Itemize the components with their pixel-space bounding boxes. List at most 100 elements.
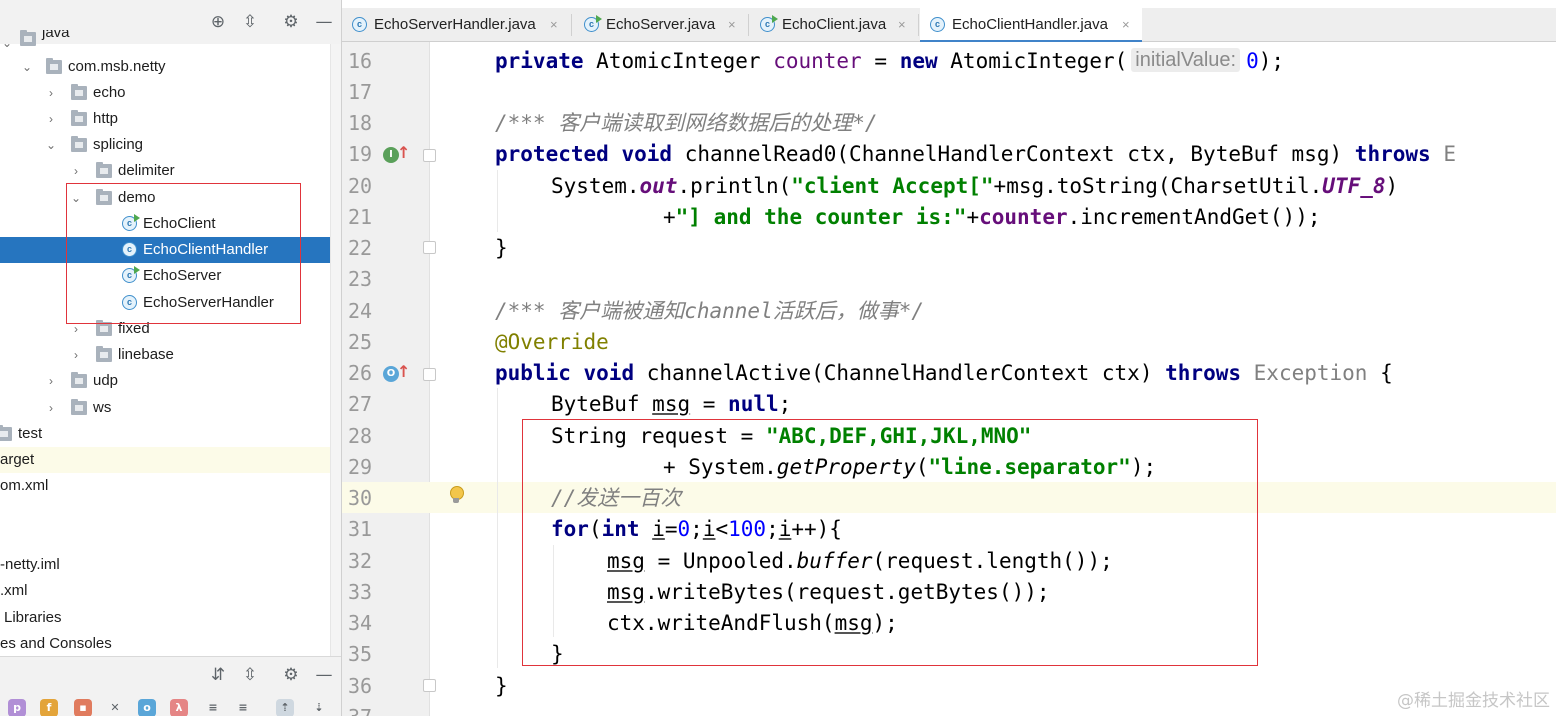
tree-item-echo[interactable]: › echo: [0, 80, 341, 106]
project-panel: ⊕ ⇳ ⚙ — ⌄ java ⌄ com.msb.netty › echo › …: [0, 0, 342, 716]
expand-all-icon[interactable]: ⇵: [210, 665, 226, 685]
lightbulb-icon[interactable]: [449, 486, 464, 504]
tree-item-pom-xml[interactable]: om.xml: [0, 473, 341, 499]
close-icon[interactable]: ×: [728, 17, 736, 32]
chevron-down-icon[interactable]: ⌄: [1, 36, 13, 48]
code-token: {: [1380, 361, 1393, 385]
tree-item-linebase[interactable]: › linebase: [0, 342, 341, 368]
tree-item-scratches[interactable]: es and Consoles: [0, 631, 341, 657]
code-line-19: protected void channelRead0(ChannelHandl…: [495, 139, 1456, 170]
line-number: 17: [348, 80, 373, 104]
chevron-down-icon[interactable]: ⌄: [70, 191, 82, 205]
collapse-all-icon[interactable]: ⇳: [242, 12, 258, 32]
chevron-right-icon[interactable]: ›: [74, 348, 78, 362]
tree-item-delimiter[interactable]: › delimiter: [0, 158, 341, 184]
inlay-parameter-hint: initialValue:: [1131, 48, 1241, 72]
code-token: AtomicInteger: [596, 49, 761, 73]
code-token: msg: [652, 392, 691, 416]
chevron-right-icon[interactable]: ›: [74, 322, 78, 336]
tree-item-demo[interactable]: ⌄ demo: [0, 185, 341, 211]
code-line-33: msg.writeBytes(request.getBytes());: [607, 577, 1050, 608]
sort-alpha-icon[interactable]: ≡: [238, 701, 248, 714]
lambda-filter-icon[interactable]: λ: [170, 699, 188, 716]
code-token: throws: [1165, 361, 1241, 385]
tab-echoclient[interactable]: c EchoClient.java ×: [750, 8, 916, 42]
tree-item-echoclient[interactable]: c EchoClient: [0, 211, 341, 237]
code-token: }: [495, 236, 508, 260]
line-number: 26: [348, 361, 373, 385]
fold-marker-icon[interactable]: [423, 679, 436, 692]
code-token: msg: [834, 611, 873, 635]
code-editor[interactable]: [431, 42, 1556, 716]
code-line-36: }: [495, 671, 508, 702]
tree-item-udp[interactable]: › udp: [0, 368, 341, 394]
tree-item-fixed[interactable]: › fixed: [0, 316, 341, 342]
code-line-35: }: [551, 639, 564, 670]
code-line-20: System.out.println("client Accept["+msg.…: [551, 171, 1398, 202]
code-comment: /*** 客户端被通知channel活跃后，做事*/: [495, 299, 925, 323]
chevron-right-icon[interactable]: ›: [49, 112, 53, 126]
collapse-all-icon[interactable]: ⇳: [242, 665, 258, 685]
tree-item-echoserver[interactable]: c EchoServer: [0, 263, 341, 289]
code-token: +: [966, 205, 980, 229]
implements-marker-icon[interactable]: I: [383, 147, 399, 163]
tree-item-target[interactable]: arget: [0, 447, 341, 473]
tree-item-echoclienthandler[interactable]: c EchoClientHandler: [0, 237, 341, 263]
code-line-21: +"] and the counter is:"+counter.increme…: [663, 202, 1321, 233]
lock-icon[interactable]: ▪: [74, 699, 92, 716]
project-scrollbar[interactable]: [330, 44, 341, 656]
sort-icon[interactable]: ≡: [208, 701, 218, 714]
close-icon[interactable]: ×: [1122, 17, 1130, 32]
runnable-class-icon: c: [122, 266, 140, 283]
chevron-down-icon[interactable]: ⌄: [45, 138, 57, 152]
tab-echoserverhandler[interactable]: c EchoServerHandler.java ×: [342, 8, 568, 42]
tree-item-iml[interactable]: -netty.iml: [0, 552, 341, 578]
tab-echoserver[interactable]: c EchoServer.java ×: [574, 8, 746, 42]
tree-item-http[interactable]: › http: [0, 106, 341, 132]
code-token: ByteBuf: [551, 392, 640, 416]
field-filter-icon[interactable]: f: [40, 699, 58, 716]
chevron-right-icon[interactable]: ›: [49, 401, 53, 415]
tree-item-ws[interactable]: › ws: [0, 395, 341, 421]
fold-marker-icon[interactable]: [423, 241, 436, 254]
autoscroll-to-source-icon[interactable]: ⇡: [276, 699, 294, 716]
chevron-right-icon[interactable]: ›: [49, 86, 53, 100]
tree-label: delimiter: [118, 162, 175, 179]
object-filter-icon[interactable]: o: [138, 699, 156, 716]
code-token: }: [551, 642, 564, 666]
tree-item-echoserverhandler[interactable]: c EchoServerHandler: [0, 290, 341, 316]
chevron-right-icon[interactable]: ›: [49, 374, 53, 388]
tree-item-java[interactable]: ⌄ java: [0, 30, 341, 48]
gear-icon[interactable]: ⚙: [283, 12, 299, 32]
code-string: "ABC,DEF,GHI,JKL,MNO": [765, 424, 1032, 448]
chevron-down-icon[interactable]: ⌄: [21, 60, 33, 74]
package-icon: [46, 58, 62, 74]
wrench-icon[interactable]: ✕: [110, 701, 120, 714]
tree-item-test[interactable]: test: [0, 421, 341, 447]
minimize-icon[interactable]: —: [315, 12, 333, 32]
tab-echoclienthandler[interactable]: c EchoClientHandler.java ×: [920, 8, 1142, 43]
fold-marker-icon[interactable]: [423, 149, 436, 162]
chevron-right-icon[interactable]: ›: [74, 164, 78, 178]
tree-item-xml[interactable]: .xml: [0, 578, 341, 604]
minimize-icon[interactable]: —: [315, 665, 333, 685]
code-token: getProperty: [776, 455, 916, 479]
override-marker-icon[interactable]: O: [383, 366, 399, 382]
autoscroll-from-source-icon[interactable]: ⇣: [314, 701, 324, 714]
tree-item-libraries[interactable]: Libraries: [0, 605, 341, 631]
property-filter-icon[interactable]: p: [8, 699, 26, 716]
tree-item-splicing[interactable]: ⌄ splicing: [0, 132, 341, 158]
tree-item-com-msb-netty[interactable]: ⌄ com.msb.netty: [0, 54, 341, 80]
close-icon[interactable]: ×: [550, 17, 558, 32]
close-icon[interactable]: ×: [898, 17, 906, 32]
line-number: 19: [348, 142, 373, 166]
code-token: msg: [607, 580, 645, 604]
code-token: 0: [1246, 49, 1259, 73]
locate-icon[interactable]: ⊕: [210, 12, 226, 32]
tree-label: -netty.iml: [0, 556, 60, 573]
code-line-22: }: [495, 233, 508, 264]
code-token: buffer: [796, 549, 873, 573]
fold-marker-icon[interactable]: [423, 368, 436, 381]
gear-icon[interactable]: ⚙: [283, 665, 299, 685]
code-token: + System.: [663, 455, 777, 479]
